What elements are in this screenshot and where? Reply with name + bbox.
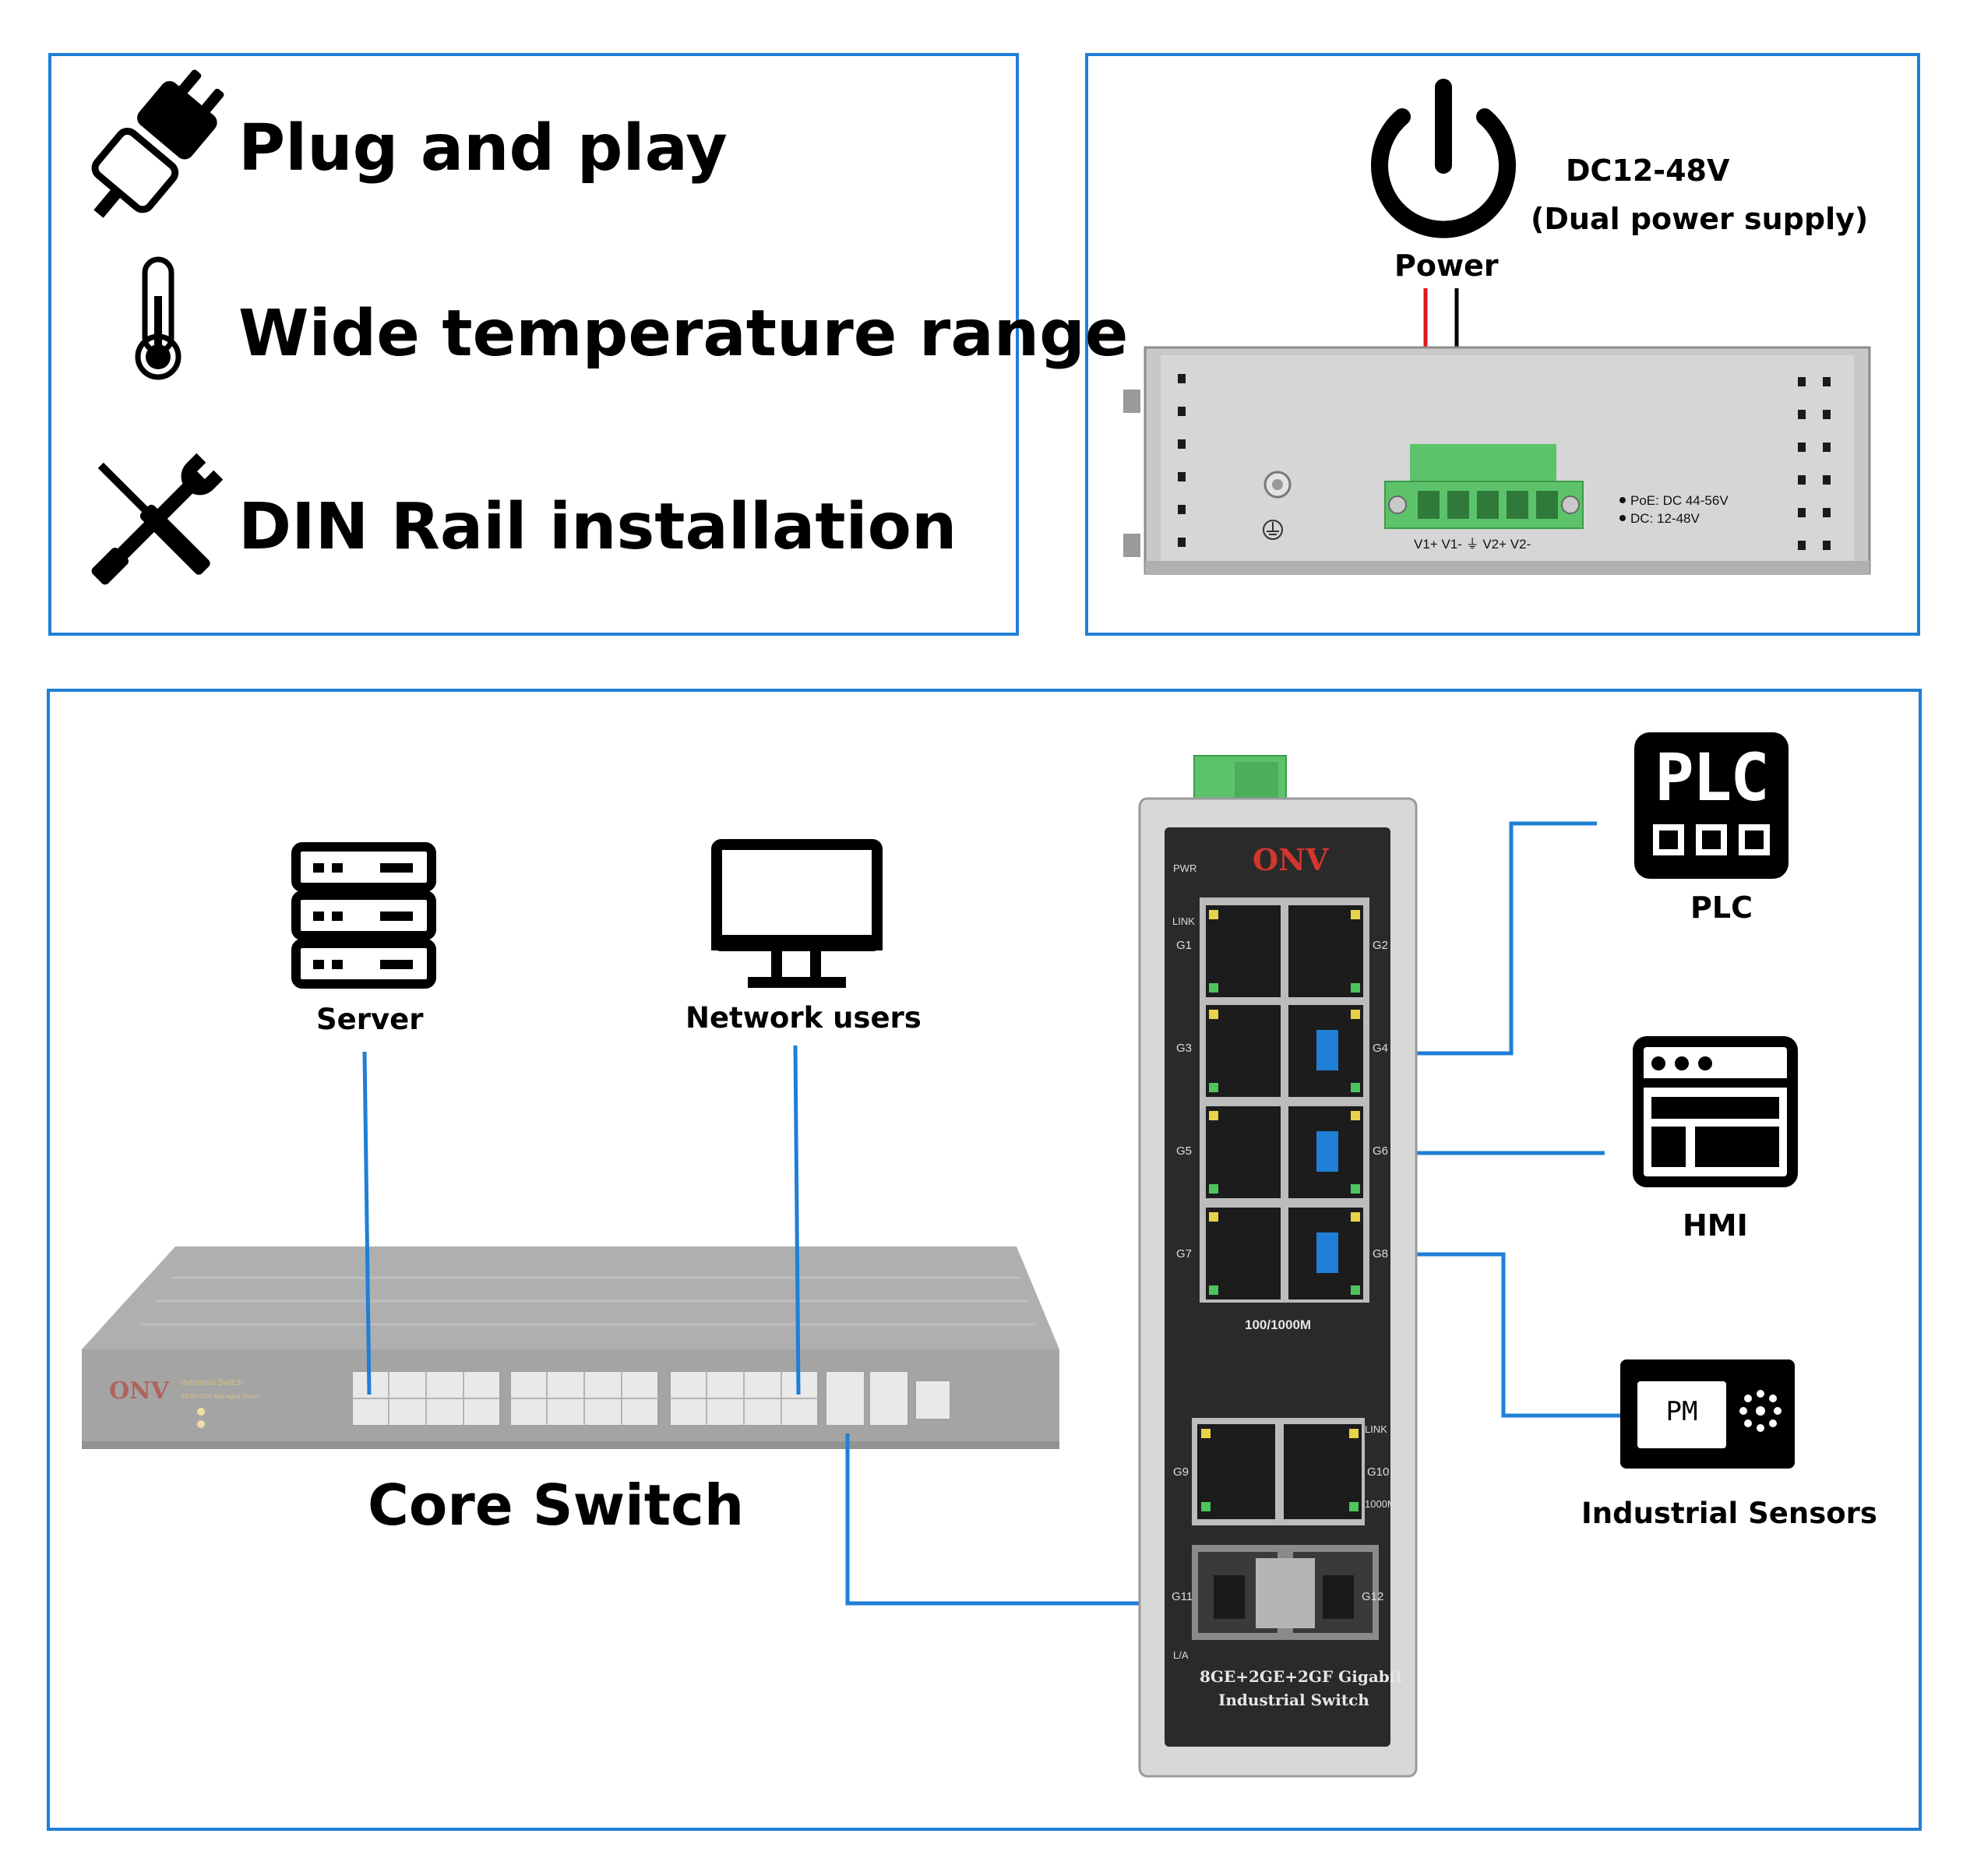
plc-icon: PLC bbox=[1634, 732, 1789, 879]
isw-speed: 100/1000M bbox=[1245, 1317, 1312, 1332]
power-icon bbox=[1371, 79, 1516, 238]
terminal-labels: V1+ V1- ⏚ V2+ V2- bbox=[1414, 537, 1531, 552]
line-g4-plc bbox=[1341, 821, 1597, 1056]
isw-g1: G1 bbox=[1176, 939, 1193, 952]
plc-icon-text: PLC bbox=[1655, 739, 1770, 816]
industrial-switch-device bbox=[1138, 755, 1418, 1778]
power-voltage: DC12-48V bbox=[1566, 153, 1730, 188]
isw-g2: G2 bbox=[1373, 939, 1389, 952]
sensors-label: Industrial Sensors bbox=[1581, 1497, 1877, 1530]
isw-g11: G11 bbox=[1172, 1590, 1193, 1603]
isw-pwr: PWR bbox=[1173, 862, 1197, 874]
thermometer-icon bbox=[135, 256, 181, 380]
feature-plug-and-play: Plug and play bbox=[238, 111, 728, 185]
isw-desc2: Industrial Switch bbox=[1218, 1691, 1369, 1709]
din-brand: ONV bbox=[1253, 842, 1330, 877]
core-brand: ONV bbox=[109, 1377, 170, 1405]
spec-poe: PoE: DC 44-56V bbox=[1630, 493, 1729, 508]
isw-g3: G3 bbox=[1176, 1042, 1193, 1055]
line-g8-sensors bbox=[1341, 1252, 1622, 1418]
sensor-icon-text: PM bbox=[1665, 1396, 1698, 1427]
power-supply-note: (Dual power supply) bbox=[1531, 202, 1869, 236]
plc-label: PLC bbox=[1690, 890, 1753, 925]
isw-g12: G12 bbox=[1362, 1590, 1384, 1603]
isw-la: L/A bbox=[1173, 1649, 1189, 1661]
isw-g8: G8 bbox=[1373, 1247, 1389, 1261]
isw-g5: G5 bbox=[1176, 1144, 1193, 1158]
line-core-to-g11 bbox=[845, 1433, 1231, 1606]
power-title: Power bbox=[1394, 249, 1499, 283]
feature-wide-temperature: Wide temperature range bbox=[238, 297, 1129, 371]
hmi-label: HMI bbox=[1683, 1208, 1748, 1243]
sensor-icon: PM bbox=[1620, 1359, 1795, 1469]
spec-dc: DC: 12-48V bbox=[1630, 511, 1700, 526]
server-label: Server bbox=[316, 1003, 424, 1036]
connector-lines bbox=[362, 821, 1622, 1606]
core-switch-label: Core Switch bbox=[368, 1472, 745, 1538]
server-icon bbox=[291, 842, 436, 989]
features-panel bbox=[48, 53, 1019, 636]
isw-link2: LINK bbox=[1365, 1423, 1387, 1435]
isw-g9: G9 bbox=[1173, 1465, 1189, 1479]
isw-g10: G10 bbox=[1367, 1465, 1390, 1479]
core-switch-device bbox=[82, 1247, 1059, 1449]
line-server bbox=[362, 1051, 372, 1395]
isw-link: LINK bbox=[1172, 915, 1195, 927]
plug-icon bbox=[91, 69, 224, 218]
isw-desc1: 8GE+2GE+2GF Gigabit bbox=[1200, 1667, 1403, 1686]
sensor-dots bbox=[1739, 1390, 1782, 1432]
switch-side-view bbox=[1123, 346, 1871, 575]
isw-g4: G4 bbox=[1373, 1042, 1389, 1055]
feature-din-rail: DIN Rail installation bbox=[238, 490, 957, 564]
hmi-icon bbox=[1633, 1036, 1798, 1187]
line-network-users bbox=[793, 1045, 801, 1395]
tools-icon bbox=[91, 453, 224, 585]
monitor-icon bbox=[711, 839, 883, 988]
isw-speed2: 1000M bbox=[1365, 1498, 1396, 1510]
isw-g6: G6 bbox=[1373, 1144, 1389, 1158]
core-sub: 24GE+4GF Managed Switch bbox=[181, 1393, 260, 1400]
network-users-label: Network users bbox=[685, 1001, 922, 1035]
core-model: Industrial Switch bbox=[181, 1378, 243, 1388]
isw-g7: G7 bbox=[1176, 1247, 1193, 1261]
